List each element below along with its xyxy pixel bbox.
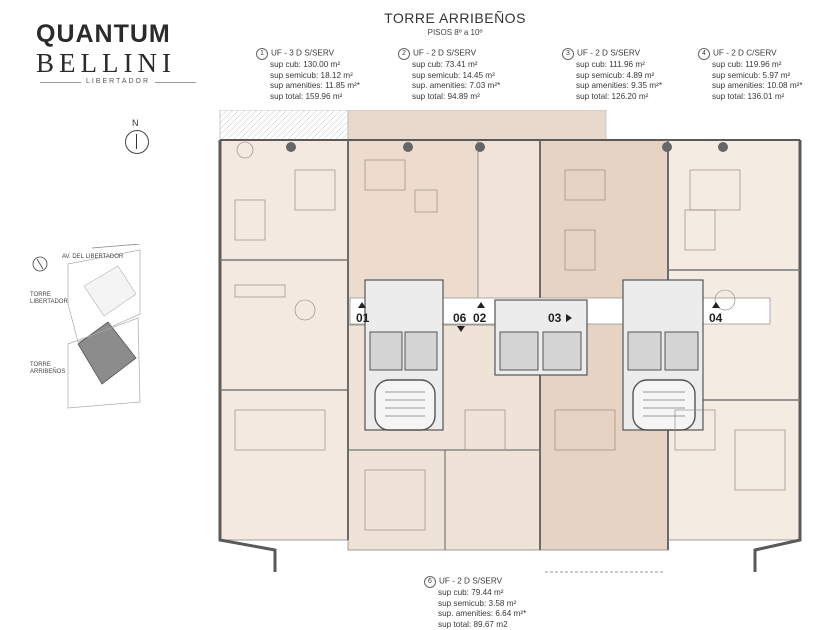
floor-plan [218,110,802,573]
keyplan-tower2-label: TORRE ARRIBEÑOS [30,362,66,375]
keyplan-compass-icon [32,256,48,272]
unit-type: UF - 2 D C/SERV [713,48,777,58]
plan-tag-02: 02 [473,311,487,325]
north-arrow-icon [125,130,149,154]
unit-area-row: sup. amenities: 6.64 m²* [438,609,527,619]
unit-type: UF - 2 D S/SERV [577,48,641,58]
arrow-up-icon [712,302,720,308]
plan-tag-06: 06 [453,311,467,325]
arrow-down-icon [457,326,465,332]
plan-tag-04: 04 [709,311,723,325]
unit-area-row: sup total: 94.89 m² [412,91,480,101]
key-plan [32,244,141,409]
unit-area-row: sup total: 159.96 m² [270,91,343,101]
unit-area-row: sup cub: 130.00 m² [270,60,341,69]
unit-area-row: sup amenities: 11.85 m²* [270,81,360,91]
unit-area-row: sup semicub: 4.89 m² [576,70,655,80]
unit-area-row: sup total: 136.01 m² [712,91,785,101]
brand-quantum: QUANTUM [36,20,171,48]
page-subtitle: PISOS 8º a 10º [427,28,483,37]
unit-number-badge: 1 [256,48,268,60]
keyplan-street-label: AV. DEL LIBERTADOR [62,254,124,260]
unit-type: UF - 2 D S/SERV [413,48,477,58]
unit-area-row: sup cub: 119.96 m² [712,60,782,69]
core-right [622,279,704,431]
unit-number-badge: 6 [424,576,436,588]
brand-bellini: BELLINI [36,48,176,78]
unit-area-row: sup semicub: 18.12 m² [270,70,353,80]
core-center [494,299,588,376]
keyplan-torre-libertador [83,265,137,317]
plan-tag-03: 03 [548,311,562,325]
unit-area-row: sup total: 89.67 m2 [438,619,508,629]
terrace-1 [219,110,349,141]
keyplan-tower1-label: TORRE LIBERTADOR [30,292,68,305]
arrow-right-icon [566,314,572,322]
unit-area-row: sup cub: 111.96 m² [576,60,645,69]
plan-tag-01: 01 [356,311,370,325]
unit-area-row: sup cub: 73.41 m² [412,60,478,69]
unit-type: UF - 3 D S/SERV [271,48,335,58]
unit-number-badge: 2 [398,48,410,60]
unit-type: UF - 2 D S/SERV [439,576,503,586]
unit-number-badge: 4 [698,48,710,60]
unit-area-row: sup cub: 79.44 m² [438,588,504,597]
keyplan-torre-arribenos [77,321,137,385]
unit-area-row: sup total: 126.20 m² [576,91,649,101]
unit-number-badge: 3 [562,48,574,60]
page-title: TORRE ARRIBEÑOS [384,10,526,26]
unit-area-row: sup semicub: 14.45 m² [412,70,495,80]
north-label: N [132,118,139,128]
arrow-up-icon [477,302,485,308]
core-left [364,279,444,431]
unit-area-row: sup semicub: 3.58 m² [438,598,517,608]
unit-area-row: sup amenities: 9.35 m²* [576,81,663,91]
unit-area-row: sup semicub: 5.97 m² [712,70,791,80]
brand-libertador: LIBERTADOR [40,78,196,85]
unit-area-row: sup. amenities: 7.03 m²* [412,81,501,91]
unit-area-row: sup amenities: 10.08 m²* [712,81,803,91]
arrow-up-icon [358,302,366,308]
